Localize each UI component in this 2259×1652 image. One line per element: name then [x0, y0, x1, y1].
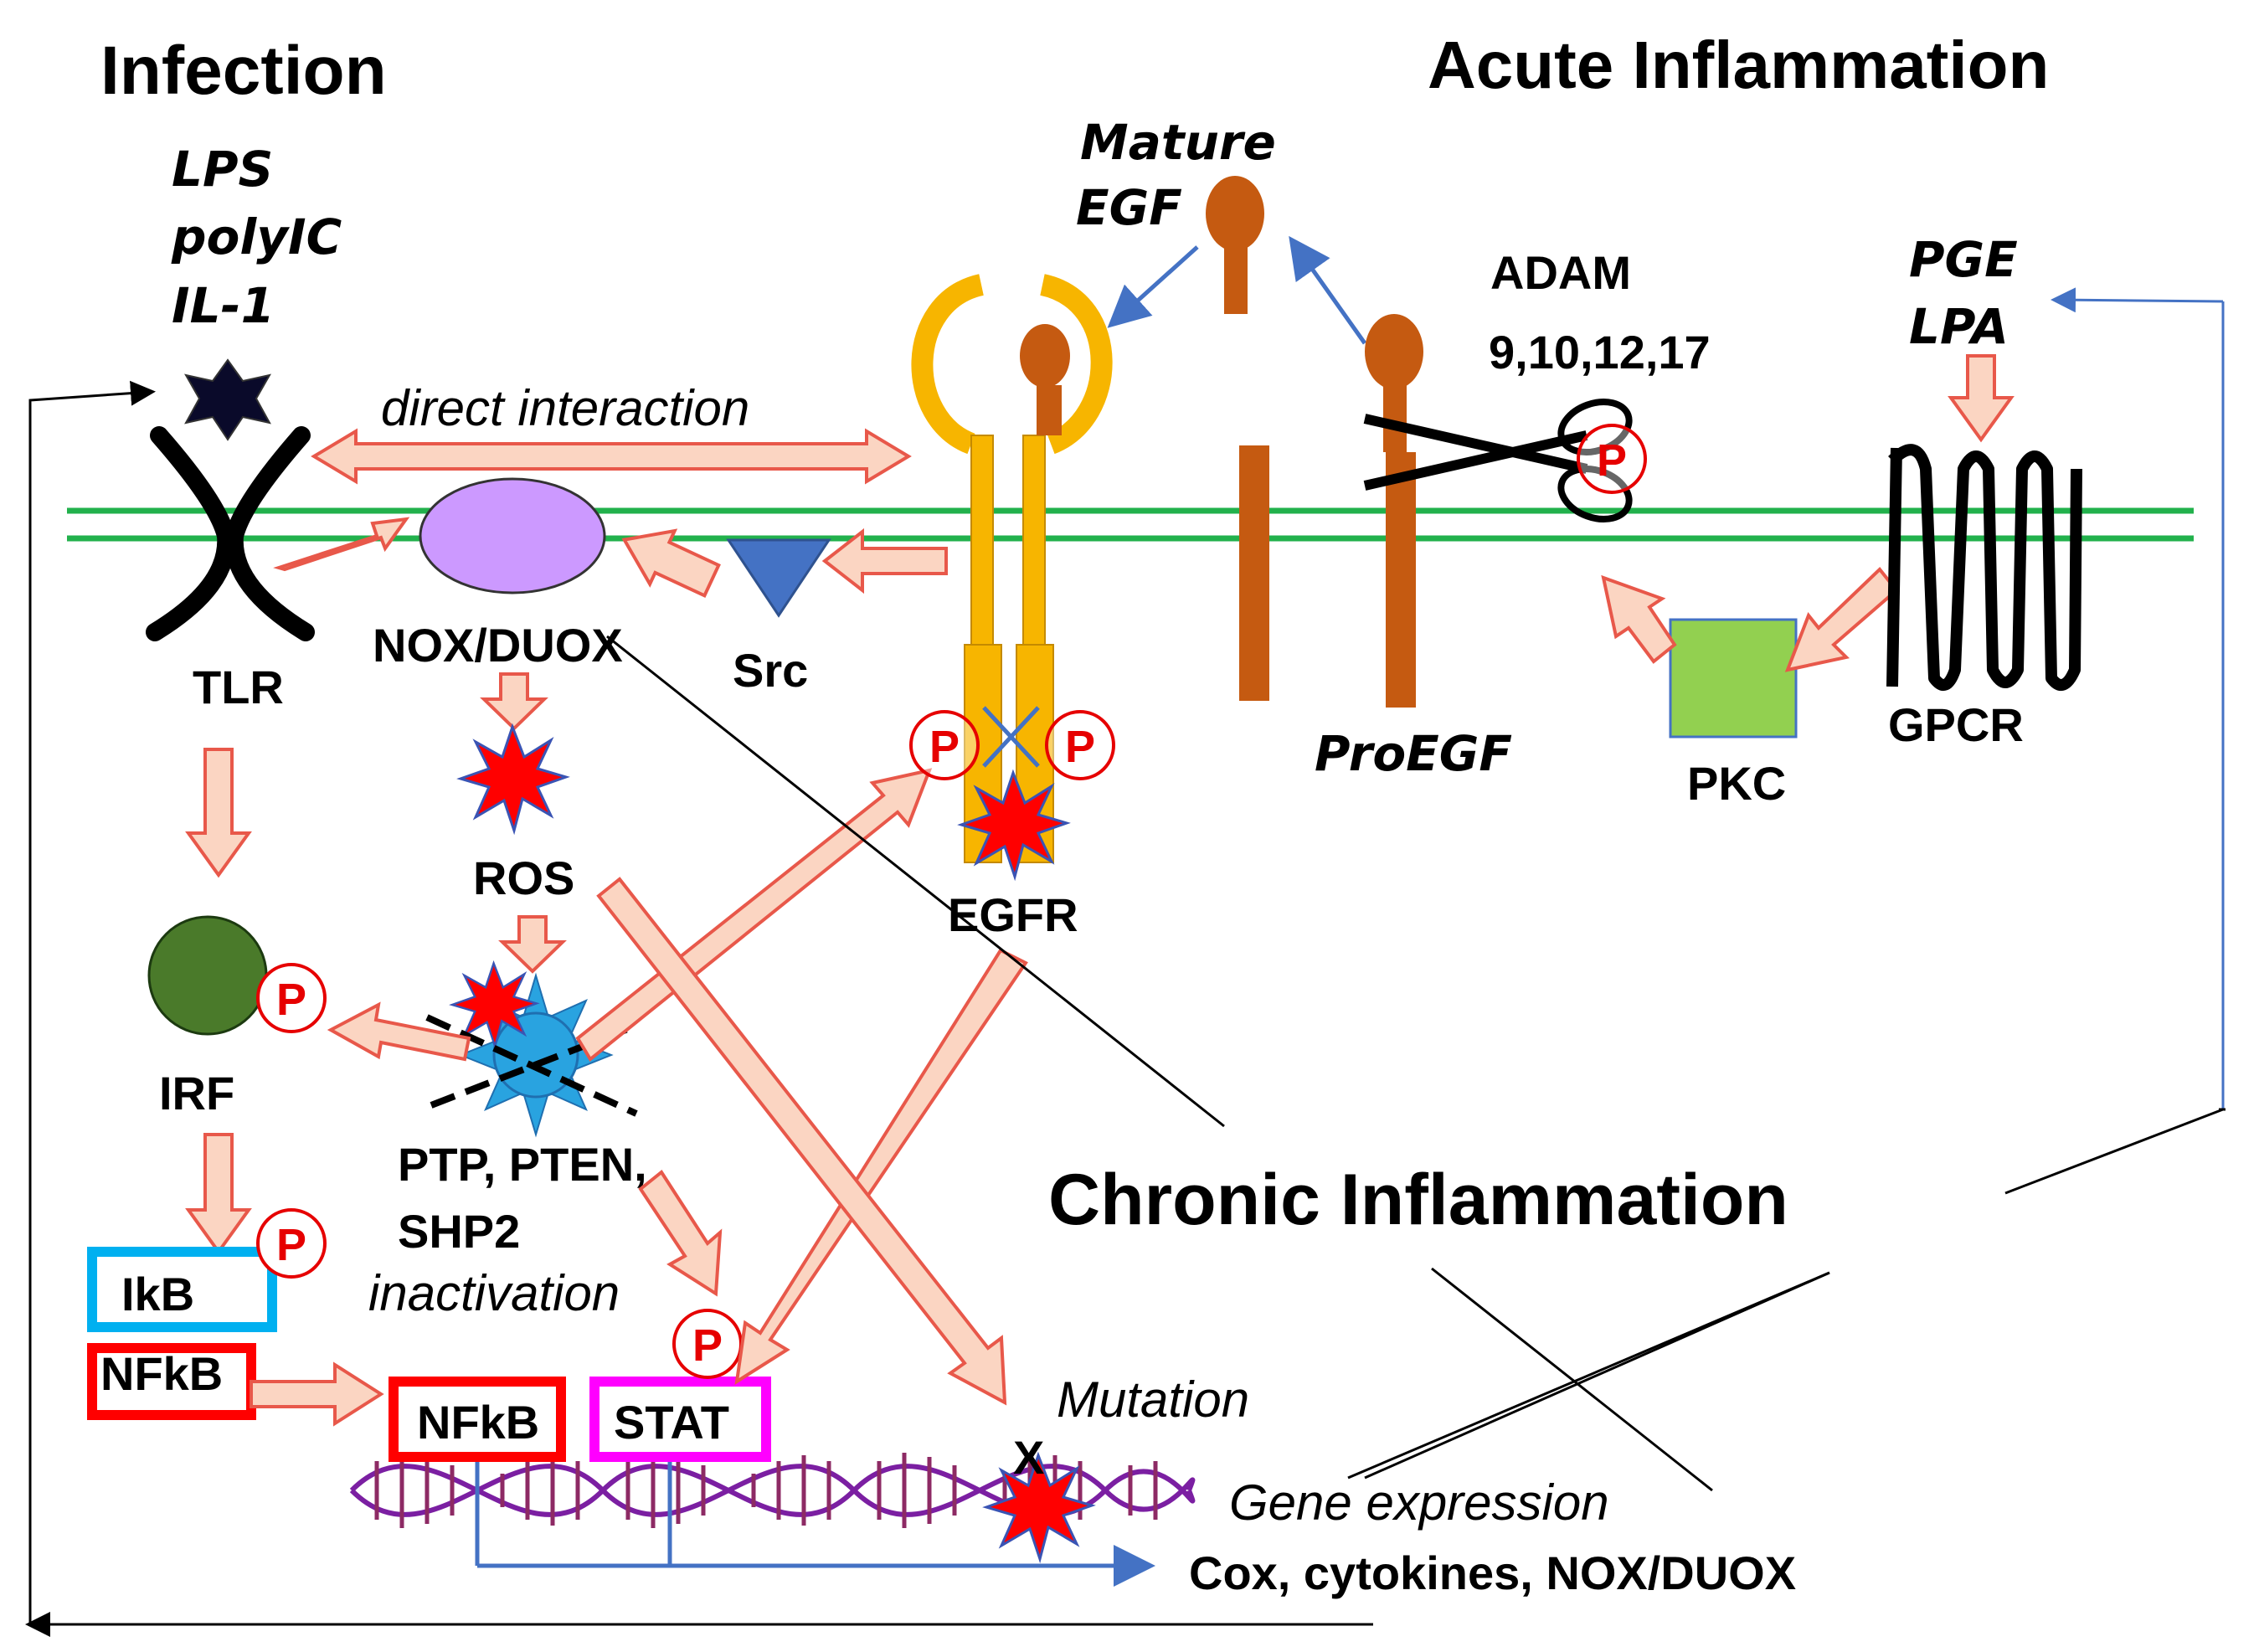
nfkb-nuclear-label: NFkB — [417, 1396, 539, 1449]
infection-heading: Infection — [100, 33, 387, 109]
ikb-phospho-label: P — [276, 1220, 306, 1270]
tlr-to-nox-arrow — [273, 517, 410, 572]
src-to-nox-arrow — [621, 528, 721, 599]
chronic-inflammation-heading: Chronic Inflammation — [1048, 1160, 1788, 1240]
dna-helix-icon — [349, 1453, 1196, 1528]
tlr-receptor-icon — [146, 426, 315, 641]
egfr-phospho-badge-right — [1045, 710, 1115, 780]
tlr-to-irf-arrow — [185, 748, 252, 878]
ros-to-ptp-arrow — [498, 915, 567, 974]
proegf-label: ProEGF — [1315, 725, 1512, 782]
egfr-phospho-badge-left — [909, 710, 980, 780]
direct-interaction-arrow — [311, 428, 912, 485]
adam-label-1: ADAM — [1490, 246, 1631, 299]
mature-egf-label-2: EGF — [1076, 179, 1182, 236]
egfr-to-src-arrow — [821, 528, 948, 594]
egfr-phospho-left-label: P — [929, 722, 960, 772]
adam-phospho-label: P — [1597, 435, 1627, 486]
transcription-lines — [475, 1461, 1155, 1587]
tlr-label: TLR — [193, 661, 284, 713]
ptp-complex-icon — [425, 962, 638, 1138]
adam-label-2: 9,10,12,17 — [1489, 326, 1711, 378]
feedback-loop-lines — [24, 287, 2226, 1637]
nfkb-cyto-label: NFkB — [100, 1347, 223, 1400]
pge-label: PGE — [1909, 231, 2018, 288]
ros-label: ROS — [473, 852, 574, 904]
mature-egf-icon — [1206, 176, 1264, 314]
nox-duox-label: NOX/DUOX — [373, 619, 623, 672]
irf-phospho-badge — [256, 963, 327, 1033]
ptp-label-2: SHP2 — [398, 1205, 520, 1258]
mature-egf-label-1: Mature — [1080, 114, 1276, 171]
irf-label: IRF — [159, 1067, 234, 1119]
il1-label: IL-1 — [172, 277, 275, 334]
nox-to-ros-arrow — [480, 672, 548, 731]
src-icon — [726, 538, 831, 618]
ros-to-mutation-arrow — [596, 877, 1007, 1406]
nfkb-translocation-arrow — [250, 1361, 384, 1427]
cleaved-stub-icon — [1239, 445, 1269, 701]
pkc-to-adam-arrow — [1601, 574, 1677, 664]
nox-duox-icon — [419, 477, 606, 594]
ikb-box — [87, 1247, 277, 1332]
lps-label: LPS — [172, 141, 273, 198]
stat-label: STAT — [614, 1396, 729, 1449]
stat-box — [589, 1377, 771, 1462]
egf-release-arrow-right — [1289, 235, 1367, 345]
ligand-to-gpcr-arrow — [1948, 354, 2015, 443]
gpcr-icon — [1886, 444, 2082, 691]
ptp-to-irf-arrow — [327, 1001, 471, 1062]
egfr-burst-icon — [960, 771, 1068, 878]
egfr-to-stat-arrow — [734, 948, 1028, 1386]
egfr-label: EGFR — [948, 888, 1078, 941]
gene-list-label: Cox, cytokines, NOX/DUOX — [1189, 1546, 1796, 1599]
egfr-phospho-right-label: P — [1065, 722, 1095, 772]
mutation-mark: X — [1013, 1431, 1044, 1484]
chronic-connector-lines — [606, 635, 1830, 1492]
irf-to-ikb-arrow — [185, 1133, 252, 1255]
src-label: Src — [733, 644, 808, 697]
egf-release-arrow-left — [1107, 245, 1199, 328]
proegf-icon — [1365, 314, 1423, 708]
inactivation-label: inactivation — [368, 1265, 620, 1321]
scissors-icon — [1363, 399, 1633, 522]
polyic-label: polyIC — [171, 208, 342, 265]
adam-phospho-badge — [1577, 424, 1647, 494]
gpcr-label: GPCR — [1888, 698, 2024, 751]
ptp-to-egfr-arrow — [575, 768, 933, 1062]
lpa-label: LPA — [1909, 298, 2009, 355]
ptp-label-1: PTP, PTEN, — [398, 1138, 647, 1191]
stat-phospho-label: P — [692, 1320, 723, 1371]
nfkb-nuclear-box — [389, 1377, 566, 1462]
ligand-star-icon — [184, 358, 271, 441]
irf-icon — [147, 915, 268, 1036]
pkc-label: PKC — [1687, 757, 1786, 810]
mutation-label: Mutation — [1057, 1372, 1249, 1428]
gene-expression-label: Gene expression — [1229, 1474, 1609, 1531]
ros-burst-icon — [459, 725, 568, 832]
ptp-to-stat-arrow — [638, 1170, 723, 1297]
gpcr-to-pkc-arrow — [1784, 567, 1899, 672]
acute-inflammation-heading: Acute Inflammation — [1428, 28, 2049, 102]
ikb-label: IkB — [121, 1268, 194, 1320]
direct-interaction-label: direct interaction — [381, 380, 749, 436]
ikb-phospho-badge — [256, 1208, 327, 1279]
pkc-icon — [1669, 618, 1798, 739]
irf-phospho-label: P — [276, 975, 306, 1025]
